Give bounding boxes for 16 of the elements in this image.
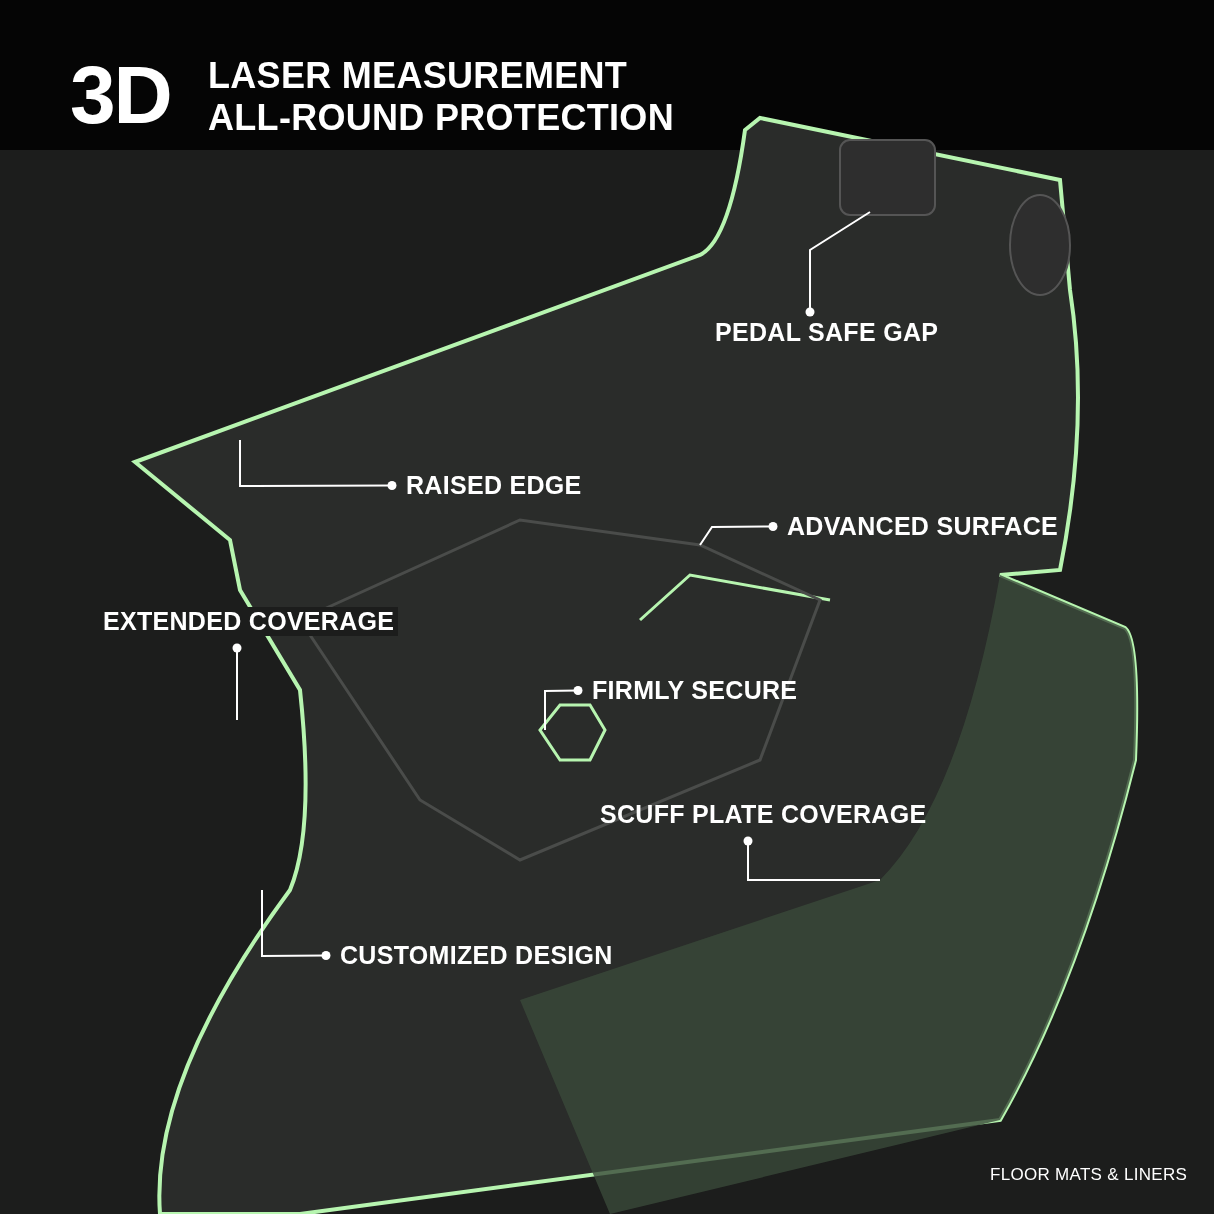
- leader-line: [699, 522, 778, 546]
- callout-label: CUSTOMIZED DESIGN: [340, 941, 613, 970]
- leader-line: [805, 211, 871, 317]
- callout-label: SCUFF PLATE COVERAGE: [600, 800, 927, 829]
- callout-label: FIRMLY SECURE: [592, 676, 798, 705]
- title: 3D: [70, 48, 171, 142]
- leader-line: [544, 686, 583, 731]
- leader-line: [239, 439, 397, 490]
- callout-label: RAISED EDGE: [406, 471, 582, 500]
- leader-line: [232, 643, 242, 721]
- subtitle: LASER MEASUREMENT ALL-ROUND PROTECTION: [208, 55, 675, 139]
- leader-line: [743, 836, 881, 881]
- footer-note: FLOOR MATS & LINERS: [990, 1165, 1188, 1185]
- callout-label: PEDAL SAFE GAP: [715, 318, 939, 347]
- callout-label: ADVANCED SURFACE: [787, 512, 1059, 541]
- leader-line: [261, 889, 331, 960]
